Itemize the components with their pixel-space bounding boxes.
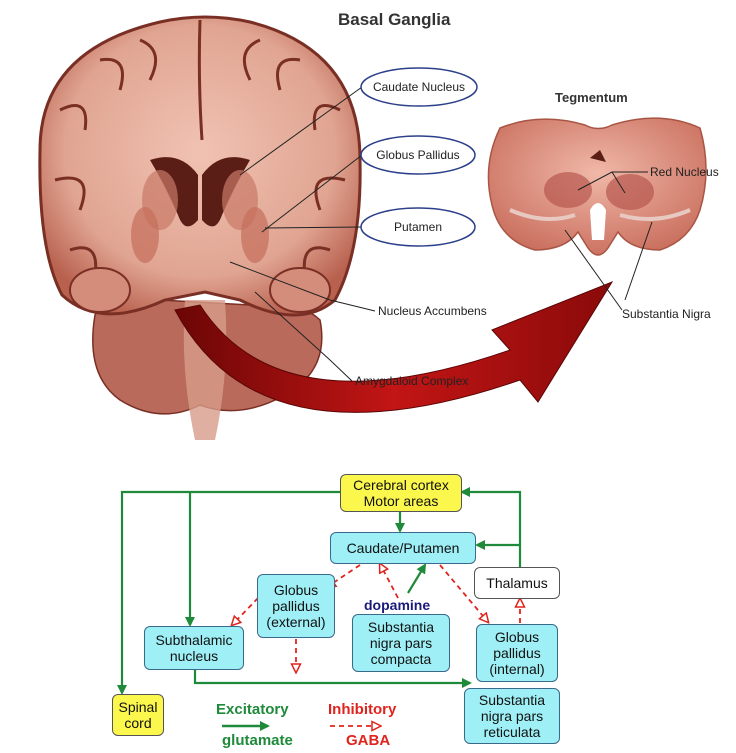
- snc-to-caudate-arrow: [380, 564, 399, 599]
- cortex-to-spinal-arrow: [117, 490, 340, 695]
- dopamine-to-caudate-arrow: [407, 563, 427, 594]
- caudate-pointer: [239, 86, 363, 176]
- brain-coronal-illustration: [38, 15, 362, 440]
- substantia-nigra-pointer-2: [624, 221, 653, 301]
- inhibitory-connections: [232, 564, 520, 672]
- temporal-right: [269, 267, 331, 313]
- caudate-label: Caudate Nucleus: [373, 80, 465, 94]
- putamen-label: Putamen: [394, 220, 442, 234]
- stn-to-snr-arrow: [193, 670, 472, 688]
- temporal-left: [69, 267, 131, 313]
- red-nucleus-left: [544, 172, 592, 208]
- red-nucleus-label: Red Nucleus: [650, 165, 719, 179]
- legend-excitatory-label: Excitatory: [216, 701, 289, 718]
- interpeduncular-notch: [590, 203, 606, 240]
- thalamus-to-cortex-arrow: [460, 487, 522, 567]
- globus-label: Globus Pallidus: [376, 148, 459, 162]
- globus-pointer: [261, 154, 363, 233]
- red-nucleus-right: [606, 174, 654, 210]
- excitatory-connections: [117, 487, 522, 695]
- caudate-oval: [360, 67, 478, 107]
- legend-glutamate-label: glutamate: [222, 732, 293, 749]
- legend-gaba-label: GABA: [346, 732, 391, 749]
- lateral-ventricles: [150, 157, 250, 227]
- gyri-right: [242, 38, 346, 276]
- red-nucleus-pointer-2: [611, 171, 626, 194]
- accumbens-pointer: [229, 261, 376, 312]
- cerebrum-shape: [38, 15, 362, 317]
- substantia-nigra-label: Substantia Nigra: [622, 307, 711, 321]
- caudate-putamen-box: Caudate/Putamen: [330, 532, 476, 564]
- putamen-right: [241, 207, 269, 263]
- caudate-to-gpi-arrow: [439, 564, 488, 622]
- substantia-nigra-band: [509, 208, 691, 221]
- gpe-to-stn-arrow: [232, 597, 259, 625]
- putamen-left: [131, 207, 159, 263]
- substantia-nigra-pointer: [564, 229, 623, 311]
- caudate-to-gpe-arrow: [327, 564, 361, 587]
- amygdaloid-pointer: [254, 291, 353, 382]
- tegmentum-illustration: [487, 117, 707, 256]
- aqueduct: [590, 150, 606, 162]
- label-callouts: Caudate Nucleus Globus Pallidus Putamen …: [229, 67, 719, 388]
- basal-ganglia-title: Basal Ganglia: [338, 10, 451, 29]
- longitudinal-fissure: [197, 19, 204, 141]
- putamen-oval: [360, 207, 476, 247]
- amygdaloid-label: Amygdaloid Complex: [355, 374, 468, 388]
- globus-oval: [360, 135, 476, 175]
- curved-red-arrow: [174, 280, 614, 413]
- dopamine-label: dopamine: [364, 597, 431, 613]
- gyri-left: [54, 38, 158, 276]
- thalamus-box: Thalamus: [474, 567, 560, 599]
- putamen-pointer: [264, 226, 363, 229]
- accumbens-label: Nucleus Accumbens: [378, 304, 487, 318]
- legend-inhibitory-label: Inhibitory: [328, 701, 397, 718]
- tegmentum-title: Tegmentum: [555, 90, 628, 105]
